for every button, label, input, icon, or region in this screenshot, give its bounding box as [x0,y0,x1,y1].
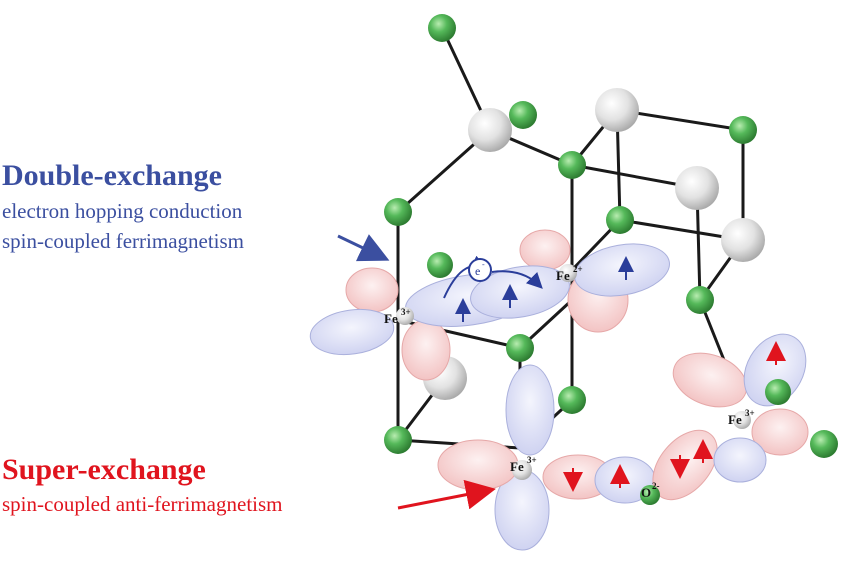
double-exchange-line1: electron hopping conduction [2,199,243,223]
double-exchange-pointer [337,234,390,262]
fe3-bottom-charge: 3+ [527,455,537,465]
super-exchange-title: Super-exchange [2,453,206,486]
fe3-left-charge: 3+ [401,307,411,317]
oxygen-label: O [641,485,651,500]
spin-arrows-red [563,341,786,492]
fe2-charge: 2+ [573,264,583,274]
fe3-bottom-label: Fe [510,459,524,474]
oxygen-atoms-back [384,14,757,454]
oxygen-charge: 2- [652,481,660,491]
fe3-right-charge: 3+ [745,408,755,418]
super-exchange-pointer [397,479,496,510]
electron-label: e [475,264,480,278]
fe2-label: Fe [556,268,570,283]
electron-hop: e - [443,255,543,299]
fe3-left-label: Fe [384,311,398,326]
electron-charge: - [482,260,485,269]
double-exchange-line2: spin-coupled ferrimagnetism [2,229,245,253]
oxygen-atoms-front [396,264,838,505]
spin-arrows-blue [455,256,634,322]
super-exchange-line1: spin-coupled anti-ferrimagnetism [2,492,283,516]
ion-labels: Fe 3+ Fe 2+ Fe 3+ Fe 3+ O 2- [384,264,755,500]
cation-spheres [423,88,765,400]
double-exchange-orbitals [309,229,670,381]
fe3-right-label: Fe [728,412,742,427]
double-exchange-title: Double-exchange [2,159,222,192]
super-exchange-orbitals [437,333,809,551]
